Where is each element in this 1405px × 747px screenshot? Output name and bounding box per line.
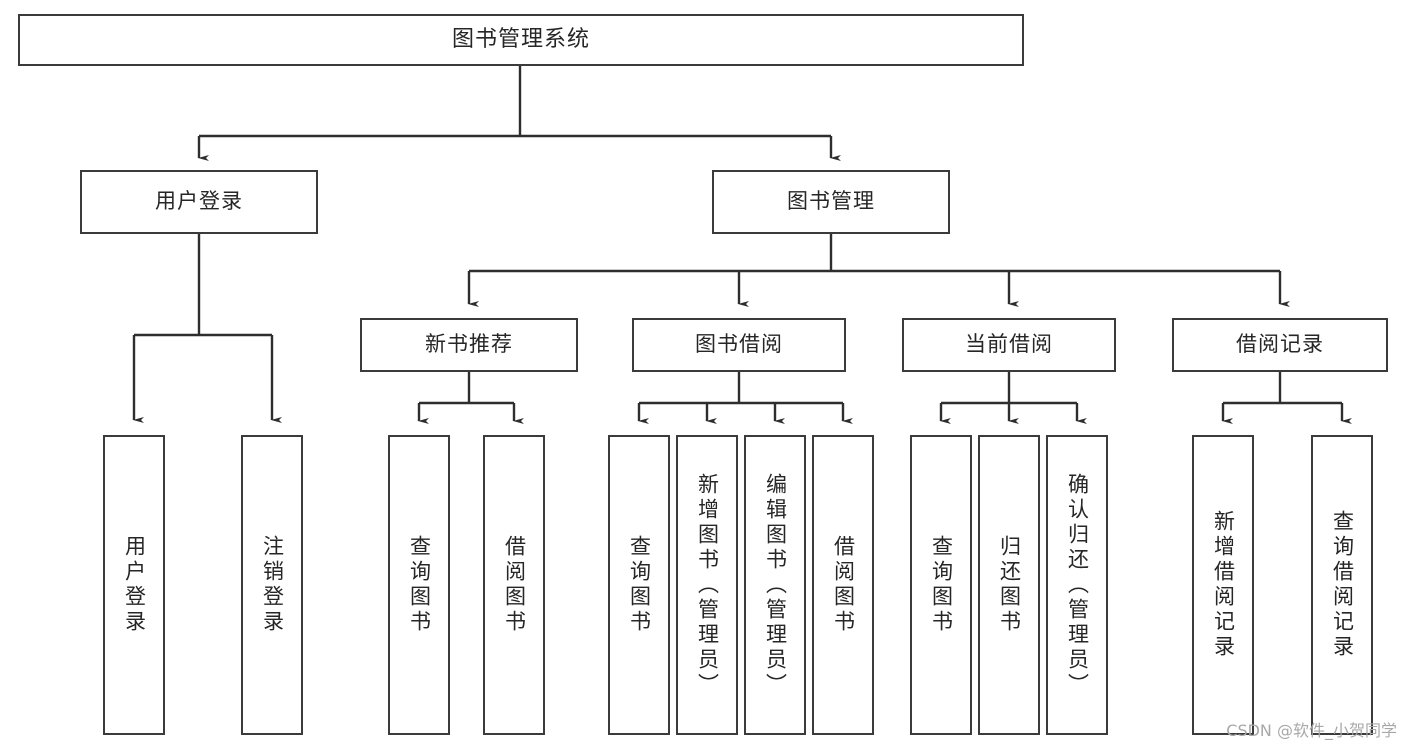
- node-label: 当前借阅: [965, 332, 1053, 357]
- leaf-borrow-query-book[interactable]: 查询图书: [608, 435, 670, 735]
- node-label: 查询图书: [929, 535, 954, 635]
- node-label: 用户登录: [155, 189, 243, 214]
- node-label: 新增借阅记录: [1211, 510, 1236, 660]
- node-label: 新增图书（管理员）: [695, 472, 720, 698]
- node-label: 用户登录: [122, 535, 147, 635]
- node-root-library-system[interactable]: 图书管理系统: [18, 14, 1024, 66]
- node-user-login[interactable]: 用户登录: [80, 170, 318, 234]
- node-label: 借阅图书: [831, 535, 856, 635]
- leaf-current-query-book[interactable]: 查询图书: [910, 435, 972, 735]
- leaf-recommend-query-book[interactable]: 查询图书: [388, 435, 450, 735]
- node-label: 图书借阅: [695, 332, 783, 357]
- node-label: 新书推荐: [425, 332, 513, 357]
- leaf-user-login-login[interactable]: 用户登录: [103, 435, 165, 735]
- node-label: 查询图书: [407, 535, 432, 635]
- leaf-current-return-book[interactable]: 归还图书: [978, 435, 1040, 735]
- node-label: 注销登录: [260, 535, 285, 635]
- leaf-recommend-borrow-book[interactable]: 借阅图书: [483, 435, 545, 735]
- leaf-user-login-logout[interactable]: 注销登录: [241, 435, 303, 735]
- leaf-borrow-edit-book-admin[interactable]: 编辑图书（管理员）: [744, 435, 806, 735]
- node-book-borrow[interactable]: 图书借阅: [632, 318, 846, 372]
- leaf-borrow-add-book-admin[interactable]: 新增图书（管理员）: [676, 435, 738, 735]
- node-new-book-recommend[interactable]: 新书推荐: [360, 318, 578, 372]
- leaf-current-confirm-return-admin[interactable]: 确认归还（管理员）: [1046, 435, 1108, 735]
- node-label: 查询图书: [627, 535, 652, 635]
- leaf-record-add-record[interactable]: 新增借阅记录: [1192, 435, 1254, 735]
- node-label: 查询借阅记录: [1330, 510, 1355, 660]
- leaf-record-query-record[interactable]: 查询借阅记录: [1311, 435, 1373, 735]
- node-borrow-record[interactable]: 借阅记录: [1172, 318, 1388, 372]
- csdn-watermark: CSDN @软件_小贺同学: [1226, 721, 1397, 740]
- node-label: 借阅图书: [502, 535, 527, 635]
- node-label: 图书管理: [787, 189, 875, 214]
- node-label: 归还图书: [997, 535, 1022, 635]
- node-label: 编辑图书（管理员）: [763, 472, 788, 698]
- leaf-borrow-borrow-book[interactable]: 借阅图书: [812, 435, 874, 735]
- node-current-borrow[interactable]: 当前借阅: [902, 318, 1116, 372]
- node-book-management[interactable]: 图书管理: [712, 170, 950, 234]
- node-label: 确认归还（管理员）: [1065, 472, 1090, 698]
- node-label: 图书管理系统: [451, 26, 590, 52]
- node-label: 借阅记录: [1236, 332, 1324, 357]
